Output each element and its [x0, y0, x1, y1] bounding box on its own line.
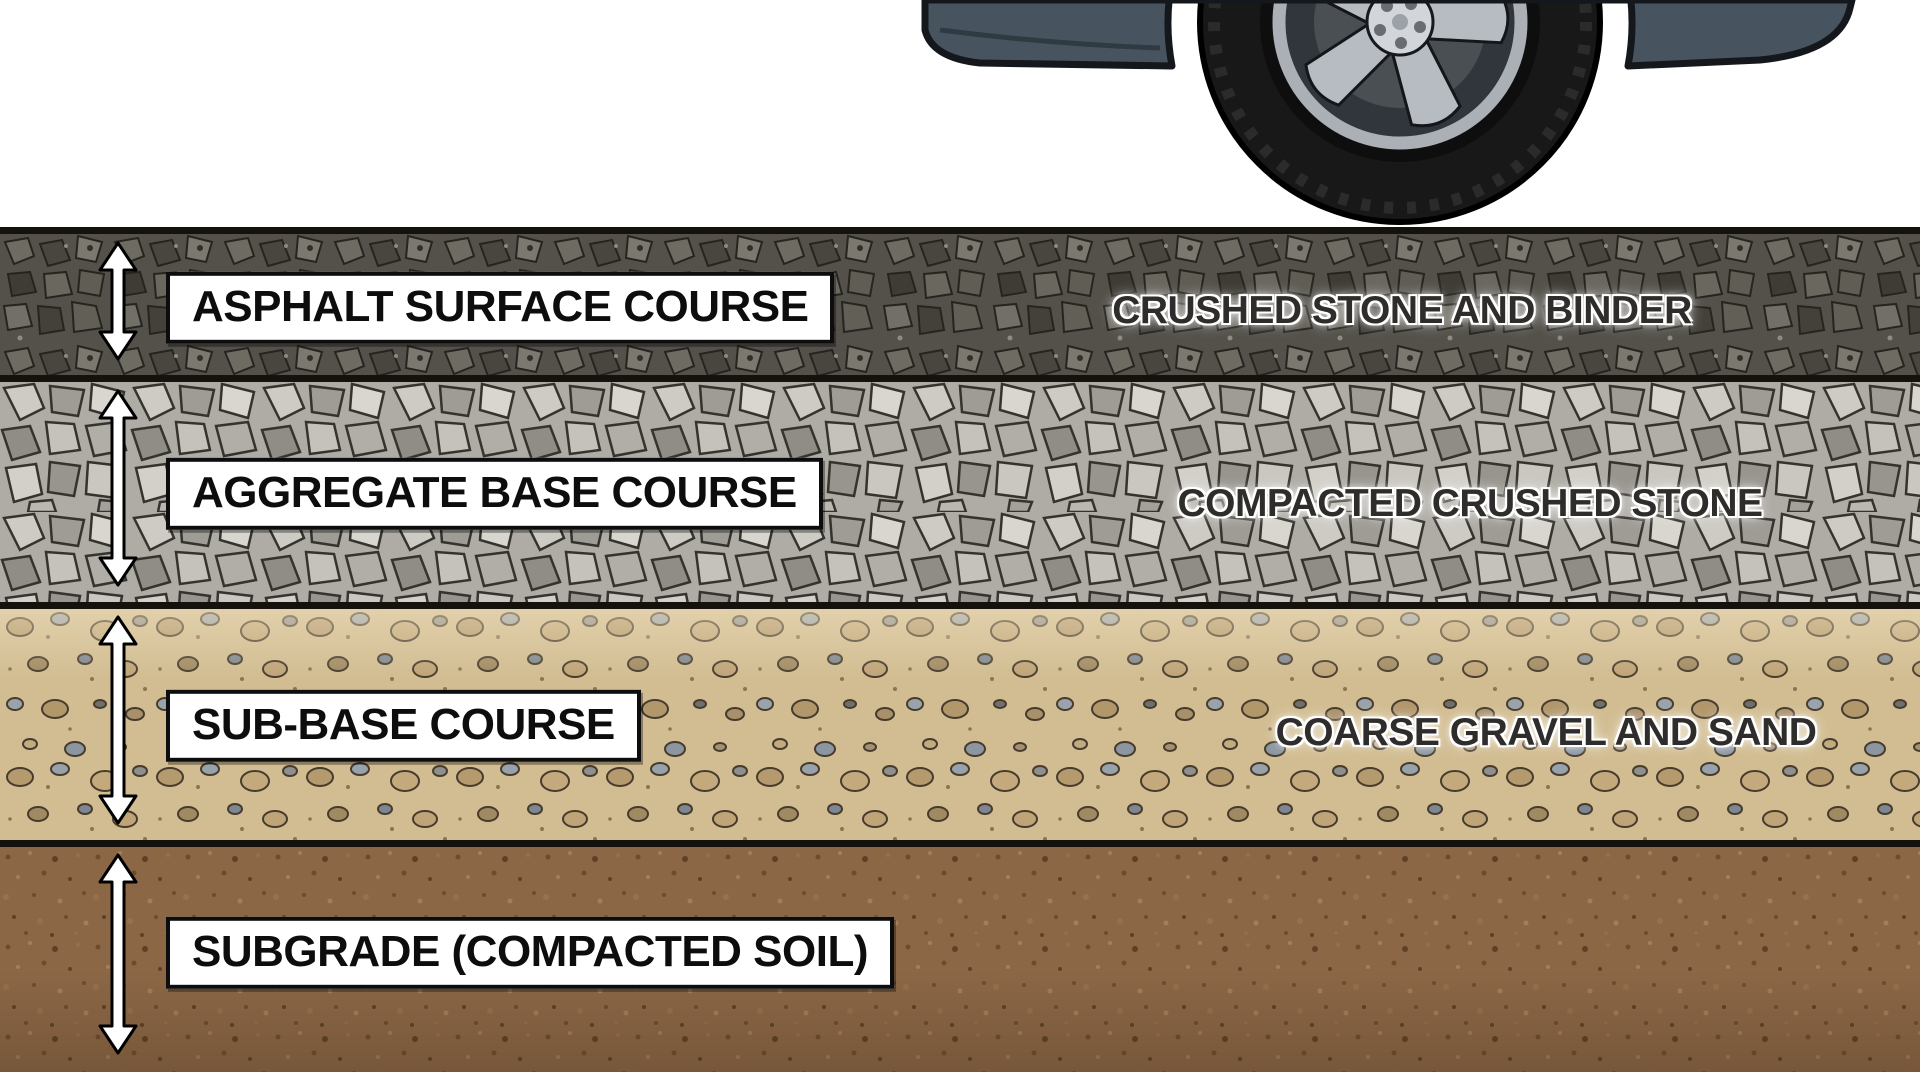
layer-caption-aggregate: COMPACTED CRUSHED STONE [1177, 482, 1763, 525]
thickness-arrow-aggregate [98, 389, 138, 587]
layer-aggregate-base: AGGREGATE BASE COURSE COMPACTED CRUSHED … [0, 375, 1920, 602]
layer-label-subbase: SUB-BASE COURSE [166, 689, 641, 763]
layer-caption-asphalt: CRUSHED STONE AND BINDER [1112, 289, 1692, 332]
car-illustration [921, 0, 1856, 225]
car-body-crease [939, 27, 1161, 51]
layer-caption-subbase: COARSE GRAVEL AND SAND [1275, 711, 1817, 754]
thickness-arrow-subbase [98, 615, 138, 825]
layer-asphalt: ASPHALT SURFACE COURSE CRUSHED STONE AND… [0, 227, 1920, 375]
above-ground-area [0, 0, 1920, 227]
layer-label-subgrade: SUBGRADE (COMPACTED SOIL) [166, 916, 895, 990]
layer-subgrade: SUBGRADE (COMPACTED SOIL) [0, 840, 1920, 1072]
layer-label-asphalt: ASPHALT SURFACE COURSE [166, 271, 835, 345]
thickness-arrow-asphalt [98, 241, 138, 361]
layer-sub-base: SUB-BASE COURSE COARSE GRAVEL AND SAND [0, 602, 1920, 840]
layer-label-aggregate: AGGREGATE BASE COURSE [166, 457, 823, 531]
thickness-arrow-subgrade [98, 853, 138, 1055]
car-wheel-icon [1197, 0, 1603, 225]
